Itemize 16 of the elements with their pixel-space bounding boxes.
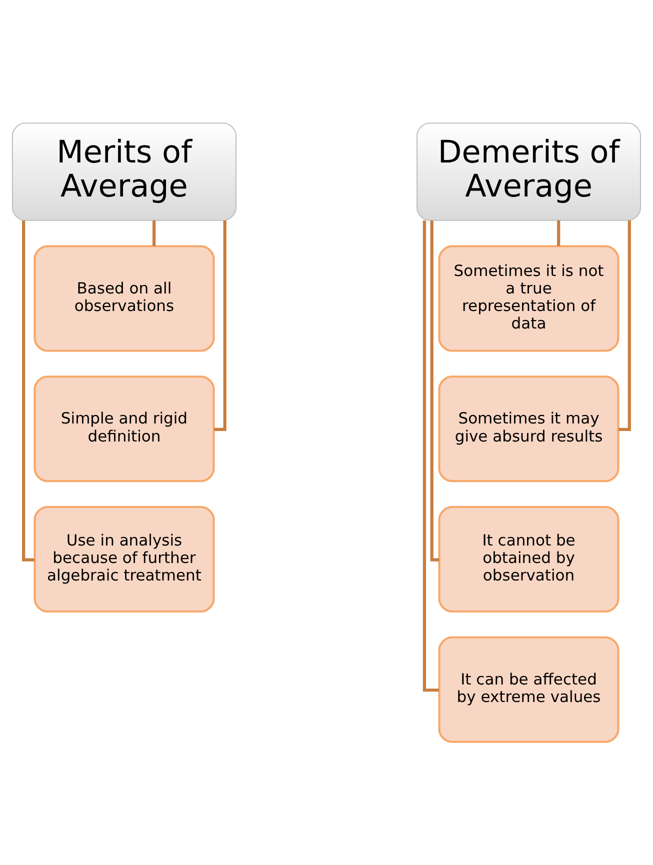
node-box: Use in analysis because of further algebraic treatment <box>34 506 215 613</box>
node-box: Sometimes it is not a true representation of data <box>438 245 620 352</box>
node-box: Merits of Average <box>12 122 236 221</box>
connector <box>152 220 156 246</box>
connector <box>22 220 34 562</box>
node-box: Simple and rigid definition <box>34 376 215 482</box>
connector <box>618 220 631 431</box>
node-box: It can be affected by extreme values <box>438 636 620 743</box>
connector <box>214 220 226 431</box>
node-box: Sometimes it may give absurd results <box>438 376 620 482</box>
connector <box>557 220 560 246</box>
node-box: It cannot be obtained by observation <box>438 506 620 613</box>
connector <box>430 220 440 562</box>
node-box: Based on all observations <box>34 245 215 352</box>
node-box: Demerits of Average <box>416 122 642 221</box>
connector <box>422 220 439 692</box>
